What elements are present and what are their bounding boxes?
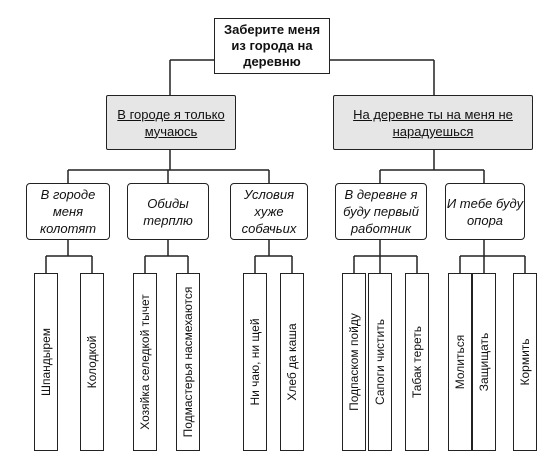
leaf-label: Подмастерья насмехаются	[181, 286, 195, 438]
connector-leaves-1	[45, 240, 93, 273]
group-label: В деревне я буду первый работник	[343, 187, 419, 236]
group-label: Условия хуже собачьих	[241, 187, 297, 236]
group-node-rabotnik: В деревне я буду первый работник	[335, 183, 427, 240]
leaf-label: Подпаском пойду	[347, 313, 361, 411]
leaf-node: Табак тереть	[405, 273, 429, 451]
leaf-label: Табак тереть	[410, 325, 424, 399]
leaf-label: Кормить	[518, 338, 532, 386]
leaf-label: Колодкой	[85, 335, 99, 389]
right-branch-label: На деревне ты на меня не нарадуешься	[353, 106, 513, 139]
root-node: Заберите меня из города на деревню	[214, 18, 330, 74]
group-label: В городе меня колотят	[39, 187, 97, 236]
connector-leaves-5	[459, 240, 526, 273]
leaf-node: Хлеб да каша	[280, 273, 304, 451]
leaf-label: Хлеб да каша	[285, 323, 299, 401]
group-node-usloviya: Условия хуже собачьих	[230, 183, 308, 240]
left-branch-node: В городе я только мучаюсь	[106, 95, 236, 150]
connector-left-l2	[67, 150, 270, 183]
connector-leaves-2	[144, 240, 189, 273]
leaf-label: Ни чаю, ни щей	[248, 318, 262, 406]
group-node-obidy: Обиды терплю	[127, 183, 209, 240]
group-node-colotyat: В городе меня колотят	[26, 183, 110, 240]
connector-leaves-3	[254, 240, 293, 273]
leaf-node: Кормить	[513, 273, 537, 451]
leaf-node: Подмастерья насмехаются	[176, 273, 200, 451]
group-label: Обиды терплю	[143, 195, 193, 228]
left-branch-label: В городе я только мучаюсь	[117, 106, 225, 139]
leaf-node: Шпандырем	[34, 273, 58, 451]
leaf-node: Хозяйка селедкой тычет	[133, 273, 157, 451]
connector-right-l2	[379, 150, 485, 183]
leaf-node: Ни чаю, ни щей	[243, 273, 267, 451]
leaf-label: Молиться	[453, 334, 467, 390]
leaf-label: Хозяйка селедкой тычет	[138, 294, 152, 430]
leaf-node: Подпаском пойду	[342, 273, 366, 451]
leaf-label: Сапоги чистить	[373, 319, 387, 405]
leaf-node: Защищать	[472, 273, 496, 451]
leaf-label: Шпандырем	[39, 327, 53, 397]
group-label: И тебе буду опора	[446, 195, 524, 228]
leaf-node: Колодкой	[80, 273, 104, 451]
connector-leaves-4	[353, 240, 418, 273]
root-label: Заберите меня из города на деревню	[223, 22, 321, 69]
leaf-node: Молиться	[448, 273, 472, 451]
leaf-label: Защищать	[477, 332, 491, 392]
leaf-node: Сапоги чистить	[368, 273, 392, 451]
group-node-opora: И тебе буду опора	[445, 183, 525, 240]
right-branch-node: На деревне ты на меня не нарадуешься	[333, 95, 533, 150]
